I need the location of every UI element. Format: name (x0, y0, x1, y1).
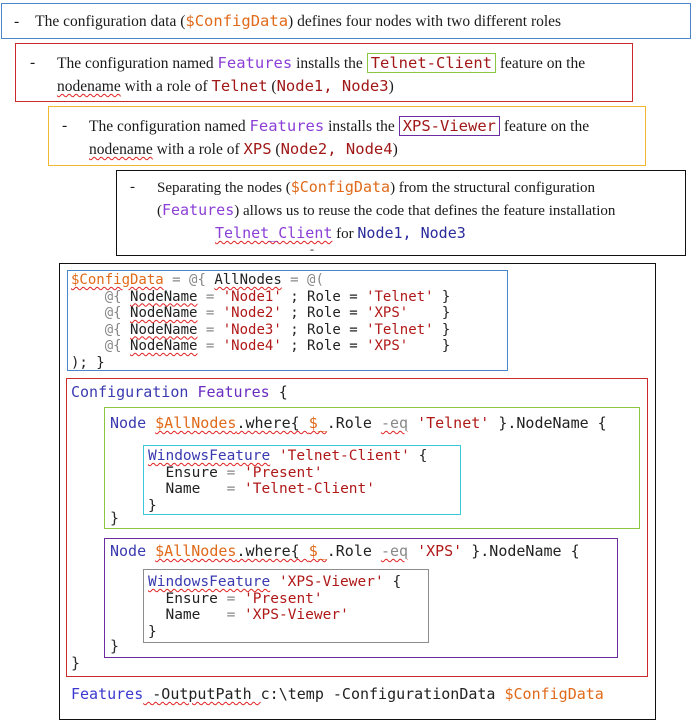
bullet-2: - The configuration named Features insta… (30, 53, 586, 95)
config-data-var: $ConfigData (185, 12, 289, 30)
bullet-box-3 (48, 106, 646, 166)
wf-telnet-box (143, 445, 461, 515)
node-row: @{ NodeName = 'Node2' ; Role = 'XPS' } (104, 305, 451, 321)
node-row: @{ NodeName = 'Node3' ; Role = 'Telnet' … (104, 321, 451, 338)
configuration-header: Configuration Features { (71, 383, 288, 401)
wf-telnet-code: WindowsFeature 'Telnet-Client' { Ensure … (148, 448, 428, 514)
config-data-code: $ConfigData = @{ AllNodes = @( @{ NodeNa… (71, 272, 451, 371)
config-name: Features (217, 54, 293, 72)
configuration-box (66, 378, 648, 677)
wf-xps-box (143, 569, 429, 643)
node-xps-close: } (110, 637, 120, 655)
bullet-4: - Separating the nodes ($ConfigData) fro… (130, 176, 678, 256)
bullet-box-1 (1, 3, 691, 39)
dash: - (130, 179, 135, 195)
run-command: Features -OutputPath c:\temp -Configurat… (71, 685, 604, 703)
node-xps-line: Node $AllNodes.where{ $_.Role -eq 'XPS' … (110, 542, 580, 560)
config-name: Features (249, 117, 325, 135)
node-row: @{ NodeName = 'Node4' ; Role = 'XPS' } (104, 338, 451, 354)
bullet-3: - The configuration named Features insta… (62, 116, 590, 158)
bullet-box-2 (15, 43, 633, 102)
telnet-client-feature: Telnet-Client (366, 53, 497, 73)
stray-dash: - (310, 242, 314, 256)
bullet-1: -The configuration data ($ConfigData) de… (14, 12, 562, 30)
node-row: @{ NodeName = 'Node1' ; Role = 'Telnet' … (104, 288, 451, 305)
node-telnet-close: } (110, 509, 120, 527)
configuration-close: } (71, 654, 81, 672)
dash: - (14, 13, 20, 30)
dash: - (30, 54, 36, 71)
bullet-box-4 (116, 170, 686, 256)
node-telnet-line: Node $AllNodes.where{ $_.Role -eq 'Telne… (110, 414, 607, 432)
node-xps-box (104, 538, 618, 658)
xps-viewer-feature: XPS-Viewer (398, 116, 501, 136)
dash: - (62, 117, 68, 134)
wf-xps-code: WindowsFeature 'XPS-Viewer' { Ensure = '… (148, 574, 402, 640)
node-telnet-box (104, 407, 640, 529)
code-panel (59, 263, 656, 720)
config-data-box (67, 270, 508, 371)
